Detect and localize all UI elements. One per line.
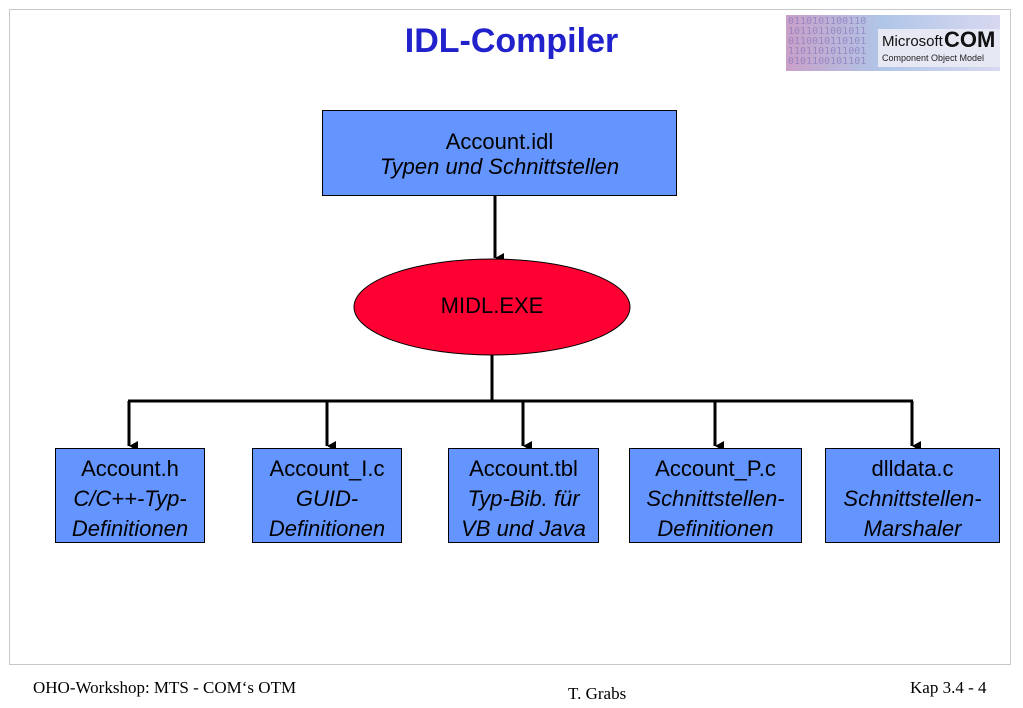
output-name: Account.tbl — [469, 456, 578, 481]
output-desc-line2: Marshaler — [863, 516, 962, 541]
output-desc-line2: Definitionen — [657, 516, 774, 541]
output-desc-line2: Definitionen — [268, 516, 386, 541]
slide-title: IDL-Compiler — [404, 22, 619, 60]
output-desc-line2: Definitionen — [71, 516, 189, 541]
output-name: dlldata.c — [871, 456, 954, 481]
output-box-account-i-c: Account_I.c GUID- Definitionen — [252, 448, 402, 543]
output-desc-line1: Schnittstellen- — [843, 486, 982, 511]
source-name: Account.idl — [445, 129, 554, 154]
output-box-account-p-c: Account_P.c Schnittstellen- Definitionen — [629, 448, 802, 543]
slide-frame — [9, 9, 1011, 665]
output-name: Account.h — [81, 456, 179, 481]
output-name: Account_P.c — [655, 456, 776, 481]
microsoft-com-logo: 0110101100110 1011011001011 011001011010… — [786, 15, 1000, 71]
footer-left: OHO-Workshop: MTS - COM‘s OTM — [33, 678, 297, 697]
logo-plate — [878, 29, 1000, 67]
footer-right: Kap 3.4 - 4 — [910, 678, 987, 697]
logo-brand: Microsoft — [882, 33, 943, 50]
source-idl-box: Account.idl Typen und Schnittstellen — [322, 110, 677, 196]
output-name: Account_I.c — [269, 456, 385, 481]
output-box-dlldata-c: dlldata.c Schnittstellen- Marshaler — [825, 448, 1000, 543]
logo-caption: Component Object Model — [882, 53, 985, 63]
output-box-account-h: Account.h C/C++-Typ- Definitionen — [55, 448, 205, 543]
output-desc-line2: VB und Java — [461, 516, 586, 541]
source-description: Typen und Schnittstellen — [379, 154, 620, 179]
logo-product: COM — [944, 27, 996, 52]
output-desc-line1: Schnittstellen- — [646, 486, 785, 511]
footer-center: T. Grabs — [568, 684, 627, 703]
binary-digits-decoration: 0110101100110 1011011001011 011001011010… — [788, 16, 867, 67]
output-box-account-tbl: Account.tbl Typ-Bib. für VB und Java — [448, 448, 599, 543]
output-desc-line1: Typ-Bib. für — [467, 486, 580, 511]
compiler-label: MIDL.EXE — [440, 293, 544, 318]
output-desc-line1: GUID- — [295, 486, 359, 511]
output-desc-line1: C/C++-Typ- — [73, 486, 187, 511]
